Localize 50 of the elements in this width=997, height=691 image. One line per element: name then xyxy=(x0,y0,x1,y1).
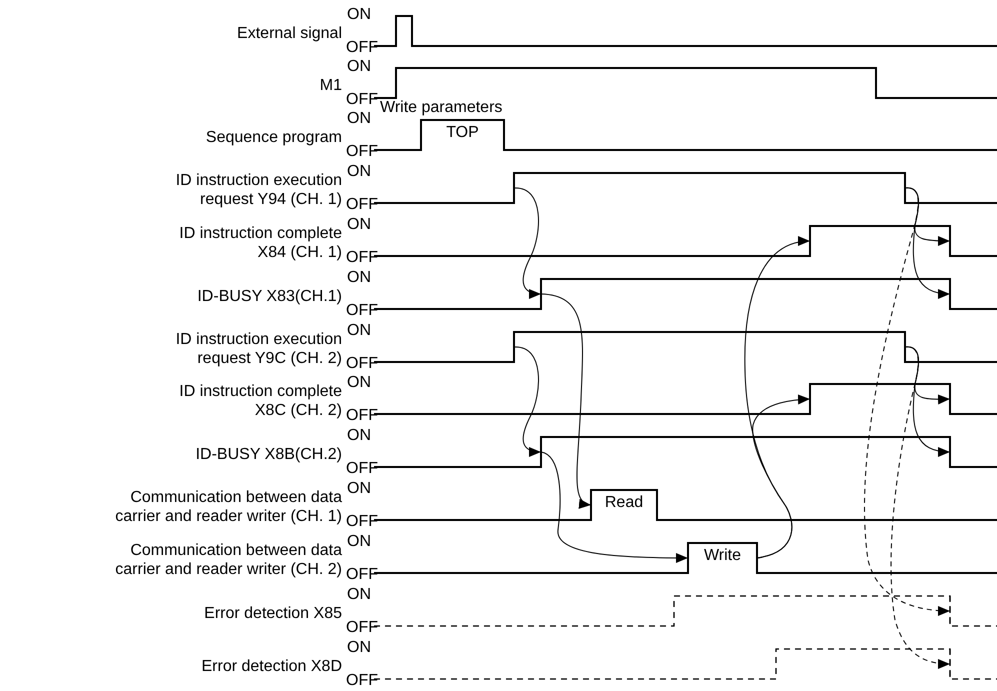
state-label: OFF xyxy=(346,248,378,267)
signal-name: External signal xyxy=(236,24,342,42)
arrow xyxy=(540,294,592,507)
state-label: ON xyxy=(347,373,371,392)
signal-name: ID-BUSY X8B(CH.2) xyxy=(194,444,342,464)
signal-name: Communication between data carrier and reader writer (CH. 1) xyxy=(114,488,342,526)
state-label: ON xyxy=(347,215,371,234)
signal-name: Error detection X85 xyxy=(203,604,342,622)
arrow xyxy=(540,452,688,563)
state-label: OFF xyxy=(346,671,378,690)
signal-name: ID-BUSY X83(CH.1) xyxy=(196,286,342,306)
pulse-label: TOP xyxy=(446,124,479,141)
signal-name: M1 xyxy=(318,76,342,94)
state-label: OFF xyxy=(346,142,378,161)
state-label: OFF xyxy=(346,512,378,531)
state-label: OFF xyxy=(346,565,378,584)
state-label: ON xyxy=(347,5,371,24)
state-label: OFF xyxy=(346,618,378,637)
arrow xyxy=(890,346,950,669)
state-label: OFF xyxy=(346,354,378,373)
state-label: OFF xyxy=(346,90,378,109)
state-label: ON xyxy=(347,479,371,498)
pulse-label: Read xyxy=(604,494,644,511)
arrow xyxy=(752,394,810,558)
state-label: ON xyxy=(347,57,371,76)
state-label: ON xyxy=(347,162,371,181)
arrow xyxy=(514,188,542,298)
signal-name: ID instruction execution request Y9C (CH. 2) xyxy=(174,330,342,368)
state-label: ON xyxy=(347,109,371,128)
arrow xyxy=(514,346,542,456)
state-label: OFF xyxy=(346,195,378,214)
state-label: ON xyxy=(347,532,371,551)
signal-name: Communication between data carrier and reader writer (CH. 2) xyxy=(114,541,342,579)
signal-name: ID instruction complete X8C (CH. 2) xyxy=(178,382,342,420)
state-label: OFF xyxy=(346,406,378,425)
state-label: ON xyxy=(347,268,371,287)
state-label: ON xyxy=(347,638,371,657)
arrow xyxy=(864,187,950,616)
signal-name: Error detection X8D xyxy=(200,656,342,676)
signal-name: ID instruction complete X84 (CH. 1) xyxy=(178,224,342,262)
state-label: ON xyxy=(347,585,371,604)
annotation: Write parameters xyxy=(380,98,502,117)
state-label: OFF xyxy=(346,301,378,320)
state-label: ON xyxy=(347,321,371,340)
state-label: OFF xyxy=(346,459,378,478)
pulse-label: Write xyxy=(704,547,742,564)
state-label: OFF xyxy=(346,38,378,57)
signal-name: Sequence program xyxy=(204,128,342,146)
signal-name: ID instruction execution request Y94 (CH. 1) xyxy=(174,171,342,209)
state-label: ON xyxy=(347,426,371,445)
